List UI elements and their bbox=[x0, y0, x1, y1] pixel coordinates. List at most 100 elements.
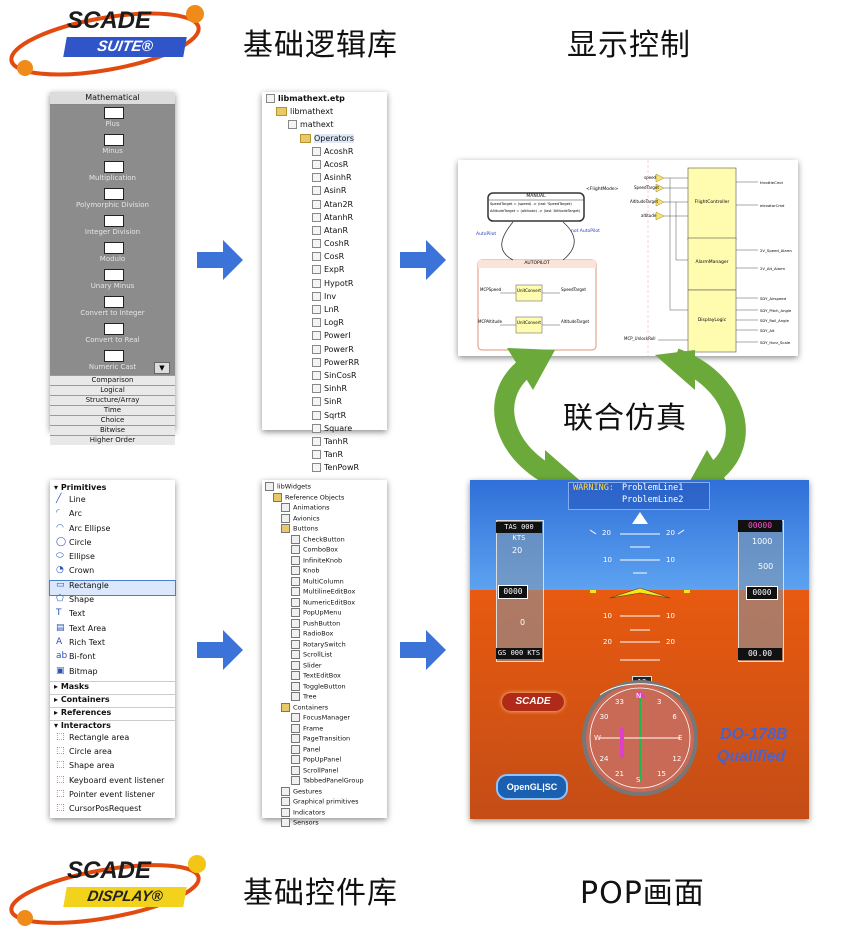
expand-icon[interactable] bbox=[312, 436, 321, 446]
interactor-item[interactable]: ⬚Rectangle area bbox=[50, 732, 175, 747]
widget-item[interactable]: RadioBox bbox=[265, 629, 387, 640]
section-collapsed[interactable]: ▸ References bbox=[50, 706, 175, 720]
section-collapsed[interactable]: ▸ Masks bbox=[50, 680, 175, 694]
primitive-item[interactable]: ⬭Ellipse bbox=[50, 552, 175, 566]
widget-item[interactable]: FocusManager bbox=[265, 713, 387, 724]
reference-objects-node[interactable]: Reference Objects bbox=[265, 492, 387, 504]
widget-item[interactable]: PopUpPanel bbox=[265, 755, 387, 766]
primitive-item[interactable]: ▭Rectangle bbox=[49, 579, 176, 597]
widget-item[interactable]: Slider bbox=[265, 660, 387, 672]
tree-operator[interactable]: ExpR bbox=[266, 265, 387, 278]
widget-item[interactable]: InfiniteKnob bbox=[265, 555, 387, 567]
expand-icon[interactable] bbox=[312, 252, 321, 262]
expand-icon[interactable] bbox=[312, 397, 321, 407]
widget-item[interactable]: TabbedPanelGroup bbox=[265, 776, 387, 787]
operator-item[interactable]: Convert to Real bbox=[50, 321, 175, 348]
interactor-item[interactable]: ⬚Keyboard event listener bbox=[50, 775, 175, 790]
expand-icon[interactable] bbox=[312, 146, 321, 156]
widget-group[interactable]: Sensors bbox=[265, 818, 387, 829]
expand-icon[interactable] bbox=[312, 384, 321, 394]
tree-operator[interactable]: AcosR bbox=[266, 159, 387, 173]
scroll-down-icon[interactable]: ▼ bbox=[154, 362, 170, 374]
expand-icon[interactable] bbox=[312, 278, 321, 288]
tree-package[interactable]: mathext bbox=[266, 120, 387, 133]
tree-operator[interactable]: AcoshR bbox=[266, 146, 387, 160]
widget-item[interactable]: ComboBox bbox=[265, 545, 387, 556]
primitive-item[interactable]: ▤Text Area bbox=[50, 623, 175, 638]
category-header[interactable]: Comparison bbox=[50, 375, 175, 385]
tree-operator[interactable]: Inv bbox=[266, 291, 387, 305]
expand-icon[interactable] bbox=[312, 370, 321, 380]
expand-icon[interactable] bbox=[312, 331, 321, 341]
tree-operator[interactable]: TanhR bbox=[266, 436, 387, 450]
tree-operators-group[interactable]: Operators bbox=[266, 133, 387, 147]
containers-node[interactable]: Containers bbox=[265, 702, 387, 714]
interactor-item[interactable]: ⬚Shape area bbox=[50, 761, 175, 775]
operator-item[interactable]: Unary Minus bbox=[50, 267, 175, 294]
primitive-item[interactable]: ⬠Shape bbox=[50, 595, 175, 609]
widget-group[interactable]: Avionics bbox=[265, 513, 387, 525]
tree-operator[interactable]: Square bbox=[266, 423, 387, 437]
widget-group[interactable]: Graphical primitives bbox=[265, 797, 387, 808]
operator-item[interactable]: Plus bbox=[50, 105, 175, 132]
expand-icon[interactable] bbox=[312, 450, 321, 460]
expand-icon[interactable] bbox=[312, 291, 321, 301]
operator-item[interactable]: Polymorphic Division bbox=[50, 186, 175, 213]
expand-icon[interactable] bbox=[312, 173, 321, 183]
category-header[interactable]: Choice bbox=[50, 415, 175, 425]
expand-icon[interactable] bbox=[312, 265, 321, 275]
tree-operator[interactable]: PowerI bbox=[266, 331, 387, 344]
tree-operator[interactable]: AtanR bbox=[266, 225, 387, 239]
tree-root[interactable]: libmathext.etp bbox=[266, 94, 387, 107]
primitive-item[interactable]: ◯Circle bbox=[50, 537, 175, 552]
category-header[interactable]: Time bbox=[50, 405, 175, 415]
widget-item[interactable]: TextEditBox bbox=[265, 671, 387, 682]
widget-item[interactable]: MultilineEditBox bbox=[265, 587, 387, 598]
widget-item[interactable]: Panel bbox=[265, 744, 387, 756]
expand-icon[interactable] bbox=[312, 199, 321, 209]
widget-group[interactable]: Animations bbox=[265, 503, 387, 514]
widgets-root[interactable]: libWidgets bbox=[265, 482, 387, 493]
interactor-item[interactable]: ⬚CursorPosRequest bbox=[50, 804, 175, 818]
widget-item[interactable]: Tree bbox=[265, 692, 387, 703]
tree-operator[interactable]: AtanhR bbox=[266, 212, 387, 226]
widget-group[interactable]: Gestures bbox=[265, 786, 387, 798]
widget-item[interactable]: ScrollList bbox=[265, 650, 387, 661]
operator-item[interactable]: Modulo bbox=[50, 240, 175, 267]
buttons-node[interactable]: Buttons bbox=[265, 524, 387, 535]
expand-icon[interactable] bbox=[312, 186, 321, 196]
expand-icon[interactable] bbox=[312, 463, 321, 473]
widget-item[interactable]: ToggleButton bbox=[265, 681, 387, 693]
interactor-item[interactable]: ⬚Circle area bbox=[50, 747, 175, 761]
tree-operator[interactable]: HypotR bbox=[266, 278, 387, 292]
section-interactors[interactable]: ▾ Interactors bbox=[50, 719, 175, 733]
widget-item[interactable]: Knob bbox=[265, 566, 387, 577]
tree-operator[interactable]: CosR bbox=[266, 252, 387, 265]
tree-operator[interactable]: SinhR bbox=[266, 384, 387, 397]
expand-icon[interactable] bbox=[312, 344, 321, 354]
tree-project[interactable]: libmathext bbox=[266, 107, 387, 120]
primitive-item[interactable]: ◠Arc Ellipse bbox=[50, 523, 175, 538]
operator-item[interactable]: Numeric Cast bbox=[50, 348, 175, 375]
category-header[interactable]: Higher Order bbox=[50, 435, 175, 445]
tree-operator[interactable]: Atan2R bbox=[266, 199, 387, 213]
interactor-item[interactable]: ⬚Pointer event listener bbox=[50, 790, 175, 804]
widget-item[interactable]: CheckButton bbox=[265, 534, 387, 546]
tree-operator[interactable]: TenPowR bbox=[266, 463, 387, 476]
category-header[interactable]: Structure/Array bbox=[50, 395, 175, 405]
widget-item[interactable]: RotarySwitch bbox=[265, 639, 387, 651]
tree-operator[interactable]: CoshR bbox=[266, 239, 387, 252]
expand-icon[interactable] bbox=[312, 423, 321, 433]
tree-operator[interactable]: AsinR bbox=[266, 186, 387, 199]
operator-item[interactable]: Minus bbox=[50, 132, 175, 159]
tree-operator[interactable]: PowerRR bbox=[266, 357, 387, 371]
tree-operator[interactable]: LogR bbox=[266, 318, 387, 331]
operator-item[interactable]: Integer Division bbox=[50, 213, 175, 240]
primitive-item[interactable]: ◔Crown bbox=[50, 566, 175, 580]
primitive-item[interactable]: ▣Bitmap bbox=[50, 666, 175, 681]
widget-item[interactable]: NumericEditBox bbox=[265, 597, 387, 609]
tree-operator[interactable]: SqrtR bbox=[266, 410, 387, 424]
palette-title[interactable]: Mathematical bbox=[50, 92, 175, 105]
